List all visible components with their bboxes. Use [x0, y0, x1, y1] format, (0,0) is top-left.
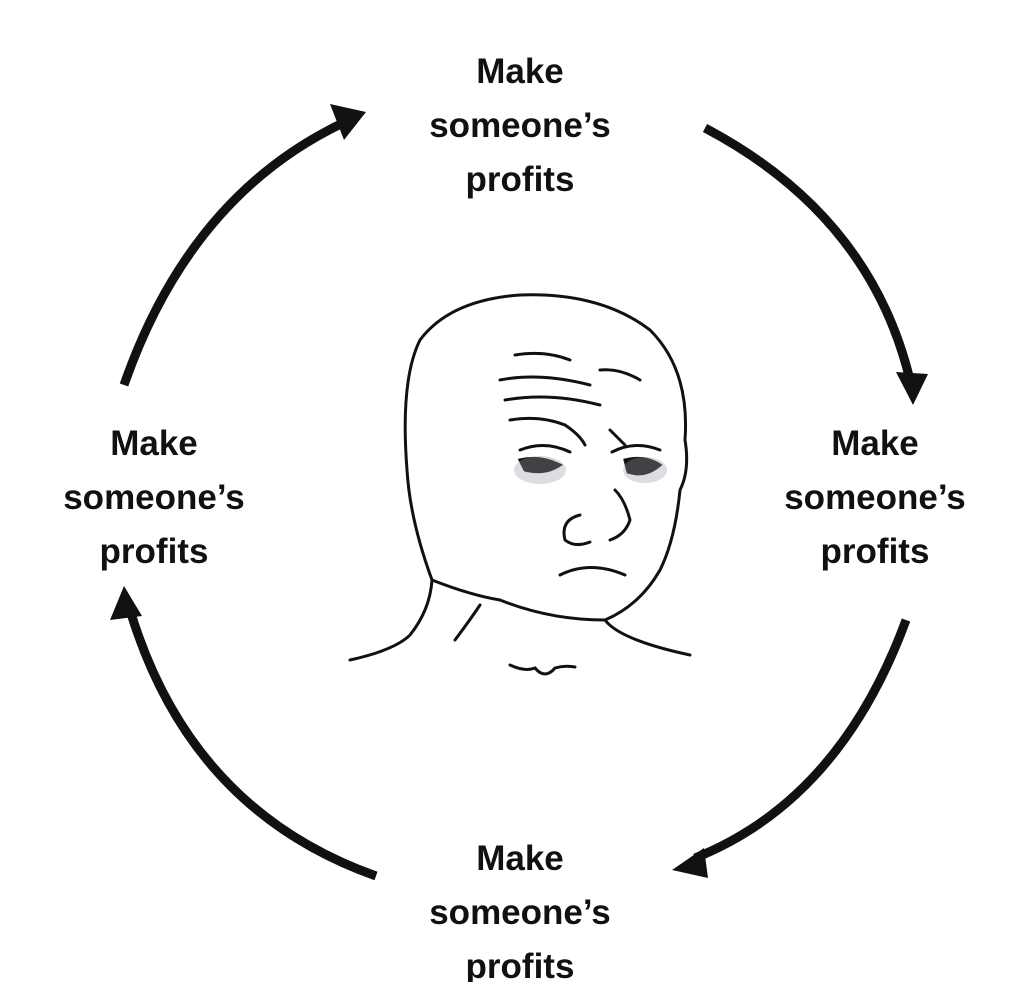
- arrowhead-top-icon: [330, 104, 366, 140]
- arrow-bottom-to-left: [125, 608, 378, 881]
- node-top-line-2: someone’s: [429, 106, 611, 145]
- node-right-line-2: someone’s: [784, 478, 966, 517]
- node-left-line-3: profits: [99, 532, 209, 571]
- node-left-line-2: someone’s: [63, 478, 245, 517]
- node-top-line-3: profits: [465, 160, 575, 199]
- node-right-line-3: profits: [820, 532, 930, 571]
- sad-wojak-face-icon: [348, 293, 692, 676]
- node-bottom-line-3: profits: [465, 947, 575, 982]
- node-bottom-line-2: someone’s: [429, 893, 611, 932]
- node-bottom-label: Make someone’s profits: [370, 832, 670, 982]
- node-top-line-1: Make: [476, 52, 564, 91]
- arrowhead-left-icon: [110, 586, 142, 620]
- node-right-label: Make someone’s profits: [725, 417, 1024, 579]
- node-bottom-line-1: Make: [476, 839, 564, 878]
- arrow-right-to-bottom: [693, 618, 911, 863]
- arrowhead-right-icon: [896, 372, 928, 405]
- node-right-line-1: Make: [831, 424, 919, 463]
- node-left-line-1: Make: [110, 424, 198, 463]
- arrowhead-bottom-icon: [672, 848, 708, 878]
- node-top-label: Make someone’s profits: [370, 45, 670, 207]
- arrow-top-to-right: [702, 124, 915, 382]
- arrow-left-to-top: [119, 117, 347, 387]
- node-left-label: Make someone’s profits: [4, 417, 304, 579]
